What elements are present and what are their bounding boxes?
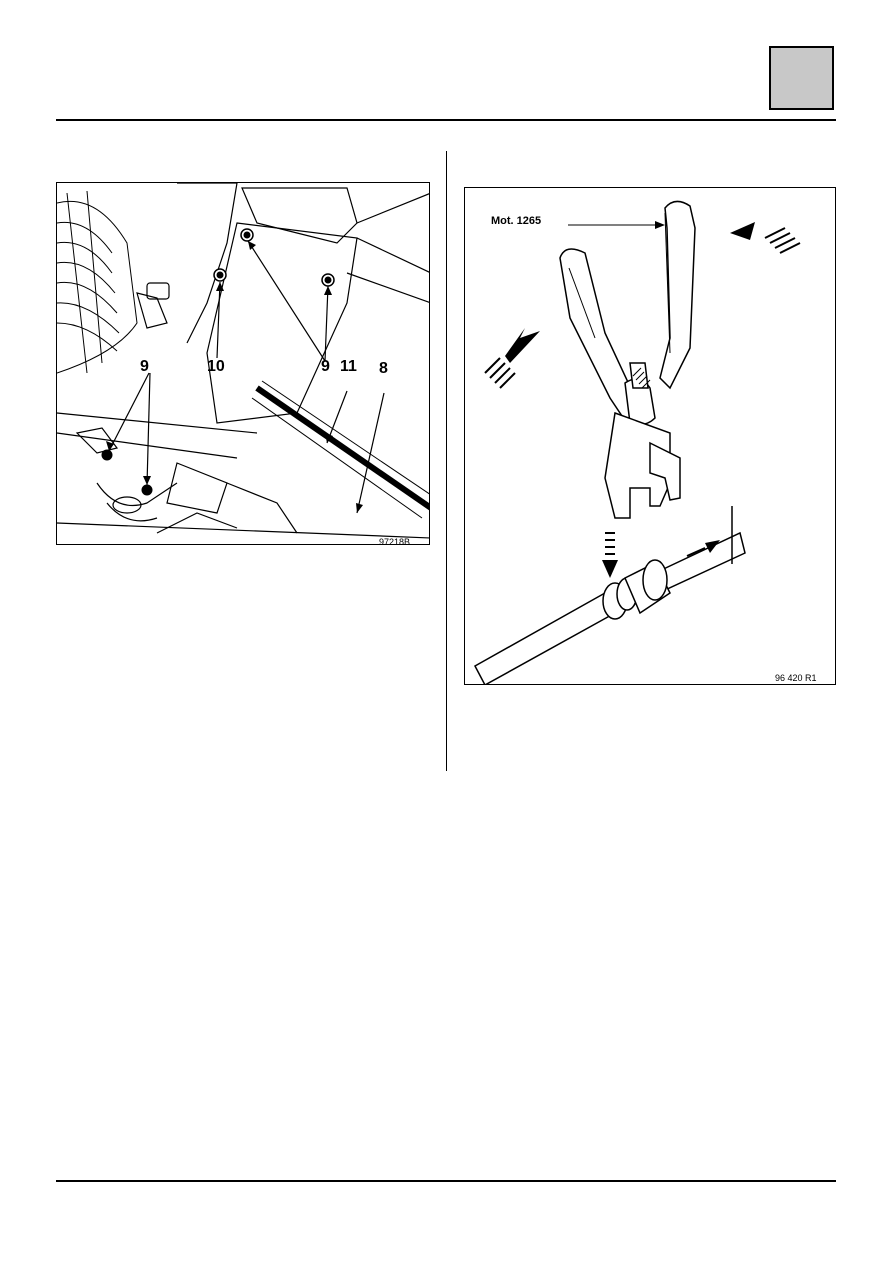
footer-rule [56,1180,836,1182]
callout-9-left: 9 [140,358,149,375]
section-tab-box [769,46,834,110]
figure-reference-right: 96 420 R1 [775,673,817,683]
column-divider [446,151,447,771]
callout-10: 10 [207,358,225,375]
underbody-illustration [57,183,429,539]
callout-11: 11 [340,358,357,375]
header-rule [56,119,836,121]
pliers-figure: Mot. 1265 96 420 R1 [464,187,836,685]
underbody-figure: 9 10 9 11 8 97218B [56,182,430,545]
callout-9-right: 9 [321,358,330,375]
callout-8: 8 [379,360,388,377]
pliers-illustration [473,200,801,684]
figure-reference-left: 97218B [379,537,411,545]
tool-label: Mot. 1265 [491,215,542,227]
